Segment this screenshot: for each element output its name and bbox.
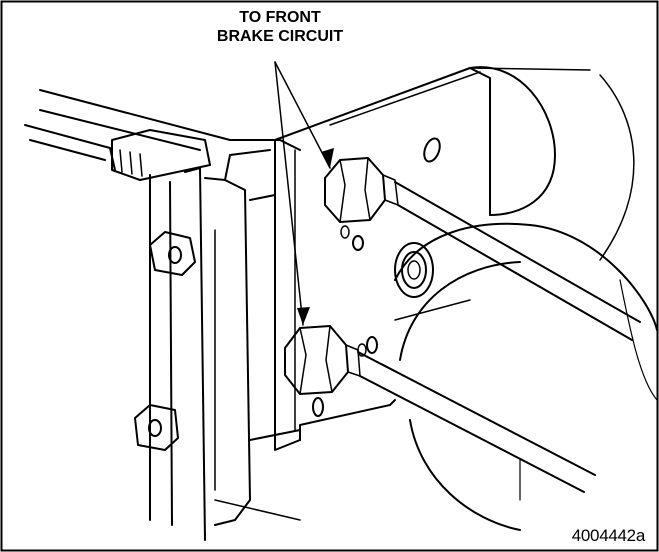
callout-line-2: BRAKE CIRCUIT [216,28,344,45]
callout-line-1: TO FRONT [239,9,321,26]
upper-brake-fitting [324,157,399,223]
arrowhead-upper [321,148,334,168]
callout-arrowheads [297,148,334,325]
callout-label: TO FRONT BRAKE CIRCUIT [150,8,410,46]
upper-brake-line [394,181,641,341]
valve-block [274,67,491,451]
figure-id: 4004442a [571,526,646,545]
callout-leader-lines [274,61,331,326]
lower-brake-fitting [284,325,361,395]
motor-housing-upper [469,66,635,261]
lower-brake-line [357,351,596,493]
arrowhead-lower [297,307,310,325]
module-frame [24,89,301,541]
motor-housing-lower [394,222,658,531]
